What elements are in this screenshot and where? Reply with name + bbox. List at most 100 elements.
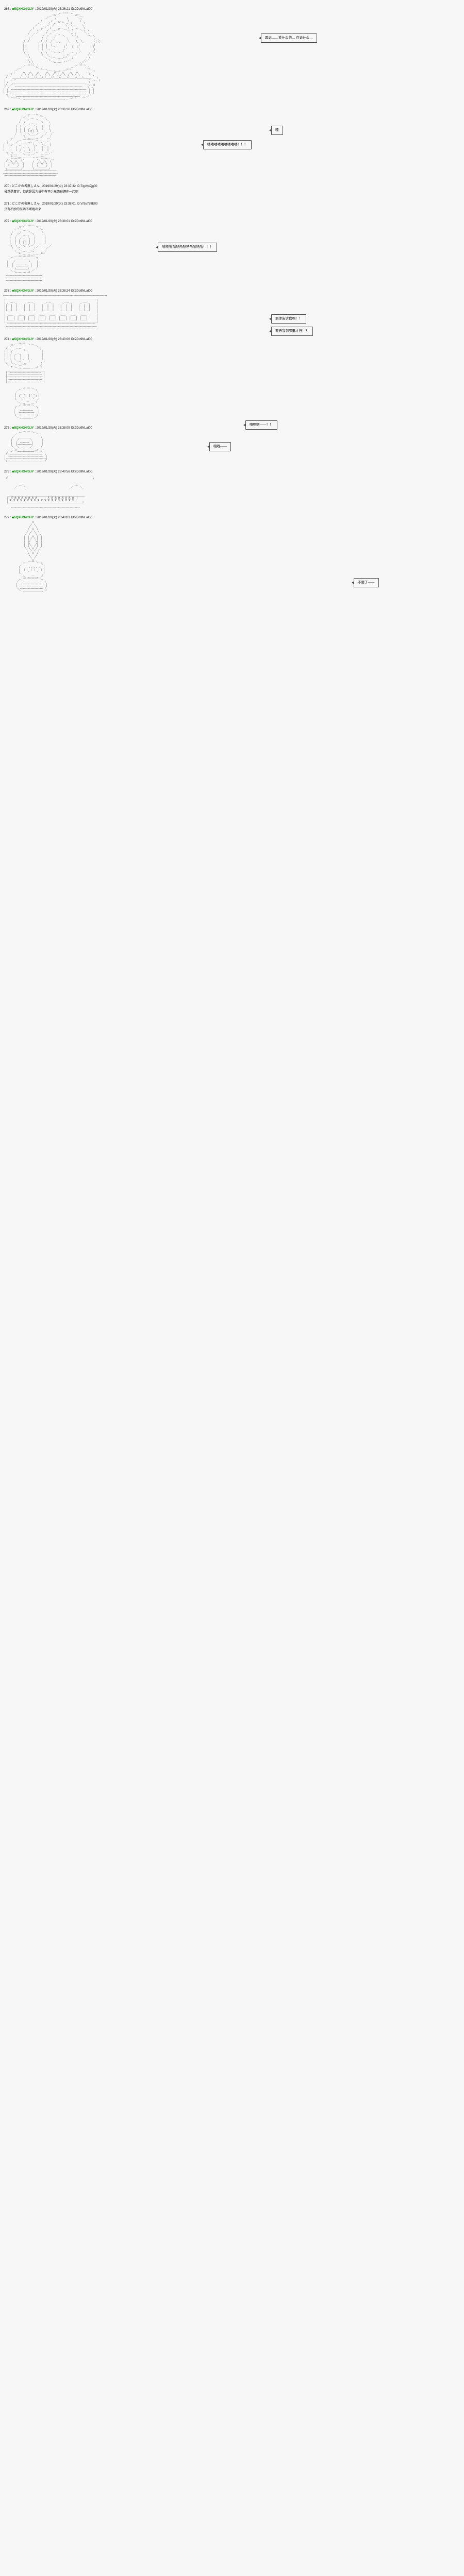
post-date: 2019/01/29(火) 23:38:01 <box>42 202 76 206</box>
header-separator: : <box>9 290 12 293</box>
header-separator: : <box>34 108 37 111</box>
header-separator: : <box>34 220 37 223</box>
post-author[interactable]: ◆5QXHO4/GJY <box>12 8 34 11</box>
post-number[interactable]: 277 <box>4 516 10 520</box>
post-header: 273 : ◆5QXHO4/GJY : 2019/01/29(火) 23:38:… <box>4 289 461 294</box>
post-date: 2019/01/29(火) 23:38:09 <box>36 427 70 430</box>
post: 273 : ◆5QXHO4/GJY : 2019/01/29(火) 23:38:… <box>3 289 461 336</box>
post-spacer <box>3 509 461 514</box>
speech-bubble: 要去我到哪里才行！？ <box>269 327 313 336</box>
post-number[interactable]: 272 <box>4 220 10 223</box>
post: 268 : ◆5QXHO4/GJY : 2019/01/29(火) 23:36:… <box>3 7 461 106</box>
header-separator: : <box>34 338 37 342</box>
post: 275 : ◆5QXHO4/GJY : 2019/01/29(火) 23:38:… <box>3 426 461 468</box>
post-header: 271 : どこかの名無しさん : 2019/01/29(火) 23:38:01… <box>4 202 461 207</box>
speech-bubble: 嘻嘻嘻嘻嘻嘻嘻嘻嘻！！！ <box>201 140 252 149</box>
post-author[interactable]: どこかの名無しさん <box>12 202 40 206</box>
ascii-art: /\ / \ / \ / /\ \ / / \ \ / / \ \ | | /\… <box>16 521 47 592</box>
post-spacer <box>3 282 461 287</box>
post-header: 268 : ◆5QXHO4/GJY : 2019/01/29(火) 23:36:… <box>4 7 461 12</box>
header-separator: : <box>34 8 37 11</box>
post-header: 276 : ◆5QXHO4/GJY : 2019/01/29(火) 23:40:… <box>4 470 461 474</box>
post-number[interactable]: 275 <box>4 427 10 430</box>
post-date: 2019/01/29(火) 23:40:06 <box>36 338 70 342</box>
ascii-art-block: _,,..-‐''"""''‐-..,,_ ,.-‐''" "''‐-., ,.… <box>3 12 461 100</box>
header-separator: : <box>34 427 37 430</box>
header-separator: : <box>39 202 42 206</box>
post: 270 : どこかの名無しさん : 2019/01/29(火) 23:37:32… <box>3 184 461 200</box>
speech-bubble: 嘻嘻嘻 哈哈哈哈哈哈哈哈哈！！！ <box>155 243 218 252</box>
post: 272 : ◆5QXHO4/GJY : 2019/01/29(火) 23:38:… <box>3 219 461 287</box>
speech-bubble: 嘎 <box>269 125 283 135</box>
post-author[interactable]: ◆5QXHO4/GJY <box>12 220 34 223</box>
post-header: 269 : ◆5QXHO4/GJY : 2019/01/29(火) 23:36:… <box>4 108 461 112</box>
post-author[interactable]: ◆5QXHO4/GJY <box>12 427 34 430</box>
post-header: 275 : ◆5QXHO4/GJY : 2019/01/29(火) 23:38:… <box>4 426 461 431</box>
speech-bubble: 再说……爱什么的… 在说什么… <box>259 33 317 43</box>
post-date: 2019/01/29(火) 23:36:21 <box>36 8 70 11</box>
post-id: ID:2Do9NLaI00 <box>71 8 92 11</box>
post-date: 2019/01/29(火) 23:38:01 <box>36 220 70 223</box>
post-spacer <box>3 100 461 106</box>
post-author[interactable]: ◆5QXHO4/GJY <box>12 290 34 293</box>
post-author[interactable]: ◆5QXHO4/GJY <box>12 338 34 342</box>
post-date: 2019/01/29(火) 23:37:32 <box>42 185 76 188</box>
speech-bubble: 嘎嘎—— <box>207 442 231 452</box>
post: 277 : ◆5QXHO4/GJY : 2019/01/29(火) 23:40:… <box>3 516 461 598</box>
header-separator: : <box>9 516 12 520</box>
post-author[interactable]: ◆5QXHO4/GJY <box>12 470 34 473</box>
post-date: 2019/01/29(火) 23:36:36 <box>36 108 70 111</box>
ascii-art: ,. ., / \ ,.-‐-., ,.-‐-., <box>6 474 94 509</box>
post-number[interactable]: 269 <box>4 108 10 111</box>
post-spacer <box>3 330 461 335</box>
header-separator: : <box>34 516 37 520</box>
header-separator: : <box>34 290 37 293</box>
ascii-art: ~~~~~~~~~~~~~~~~~~~~~~~~~~~~~~~~~~~~~~~~… <box>3 294 107 330</box>
ascii-art: ,.-‐''"""""''‐-., ,' ', / _________ \ | … <box>4 431 47 463</box>
speech-bubble: 嘎啊啊——！！ <box>243 420 277 430</box>
post-number[interactable]: 271 <box>4 202 10 206</box>
post-id: ID:2Do9NLaI00 <box>71 427 92 430</box>
ascii-art-block: ,.-‐''"""""''‐-., ,' ', / _________ \ | … <box>3 431 461 463</box>
post-author[interactable]: ◆5QXHO4/GJY <box>12 516 34 520</box>
post-header: 270 : どこかの名無しさん : 2019/01/29(火) 23:37:32… <box>4 184 461 189</box>
header-separator: : <box>9 427 12 430</box>
post-id: ID:2Do9NLaI00 <box>71 516 92 520</box>
ascii-art-block: ,,.‐‐‐..,,_ ,.‐'" "'‐., ,' ,. -─- ., ', … <box>3 113 461 177</box>
ascii-art: ,,.-‐''"""''‐-..,, ,.‐'" "'‐., / ,.-‐‐‐-… <box>4 343 45 419</box>
post-number[interactable]: 276 <box>4 470 10 473</box>
post-text-line: 虽然是事实，但这是因为当中有不少东西纠缠在一起呢 <box>4 191 79 194</box>
post: 271 : どこかの名無しさん : 2019/01/29(火) 23:38:01… <box>3 202 461 217</box>
post-id: ID:TqpV49jg00 <box>76 185 97 188</box>
post-header: 277 : ◆5QXHO4/GJY : 2019/01/29(火) 23:40:… <box>4 516 461 520</box>
header-separator: : <box>9 470 12 473</box>
header-separator: : <box>9 108 12 111</box>
post-spacer <box>3 195 461 200</box>
post-author[interactable]: ◆5QXHO4/GJY <box>12 108 34 111</box>
ascii-art-block: ,,.-‐''"""''‐-..,, ,.‐'" "'‐., / ,.-‐‐‐-… <box>3 343 461 430</box>
post-author[interactable]: どこかの名無しさん <box>12 185 40 188</box>
post-number[interactable]: 268 <box>4 8 10 11</box>
header-separator: : <box>9 8 12 11</box>
post-spacer <box>3 592 461 598</box>
post: 276 : ◆5QXHO4/GJY : 2019/01/29(火) 23:40:… <box>3 470 461 514</box>
speech-bubble: 到你告诉我啊！！ <box>269 314 306 324</box>
ascii-art-block: ~~~~~~~~~~~~~~~~~~~~~~~~~~~~~~~~~~~~~~~~… <box>3 294 461 336</box>
post-number[interactable]: 274 <box>4 338 10 342</box>
post: 269 : ◆5QXHO4/GJY : 2019/01/29(火) 23:36:… <box>3 108 461 182</box>
post-id: ID:2Do9NLaI00 <box>71 470 92 473</box>
post-id: ID:2Do9NLaI00 <box>71 338 92 342</box>
post-spacer <box>3 419 461 424</box>
post-header: 272 : ◆5QXHO4/GJY : 2019/01/29(火) 23:38:… <box>4 219 461 224</box>
post-date: 2019/01/29(火) 23:38:24 <box>36 290 70 293</box>
post: 274 : ◆5QXHO4/GJY : 2019/01/29(火) 23:40:… <box>3 337 461 430</box>
post-number[interactable]: 273 <box>4 290 10 293</box>
post-id: ID:2Do9NLaI00 <box>71 290 92 293</box>
speech-bubble: 不要了—— <box>352 578 379 588</box>
header-separator: : <box>9 220 12 223</box>
post-number[interactable]: 270 <box>4 185 10 188</box>
ascii-art-block: ,,..-‐''""''‐..,, ,.‐'" "'‐., ,' ,.-‐‐-.… <box>3 225 461 282</box>
post-header: 274 : ◆5QXHO4/GJY : 2019/01/29(火) 23:40:… <box>4 337 461 342</box>
post-id: ID:2Do9NLaI00 <box>71 108 92 111</box>
ascii-art: ,,..-‐''""''‐..,, ,.‐'" "'‐., ,' ,.-‐‐-.… <box>4 225 53 282</box>
